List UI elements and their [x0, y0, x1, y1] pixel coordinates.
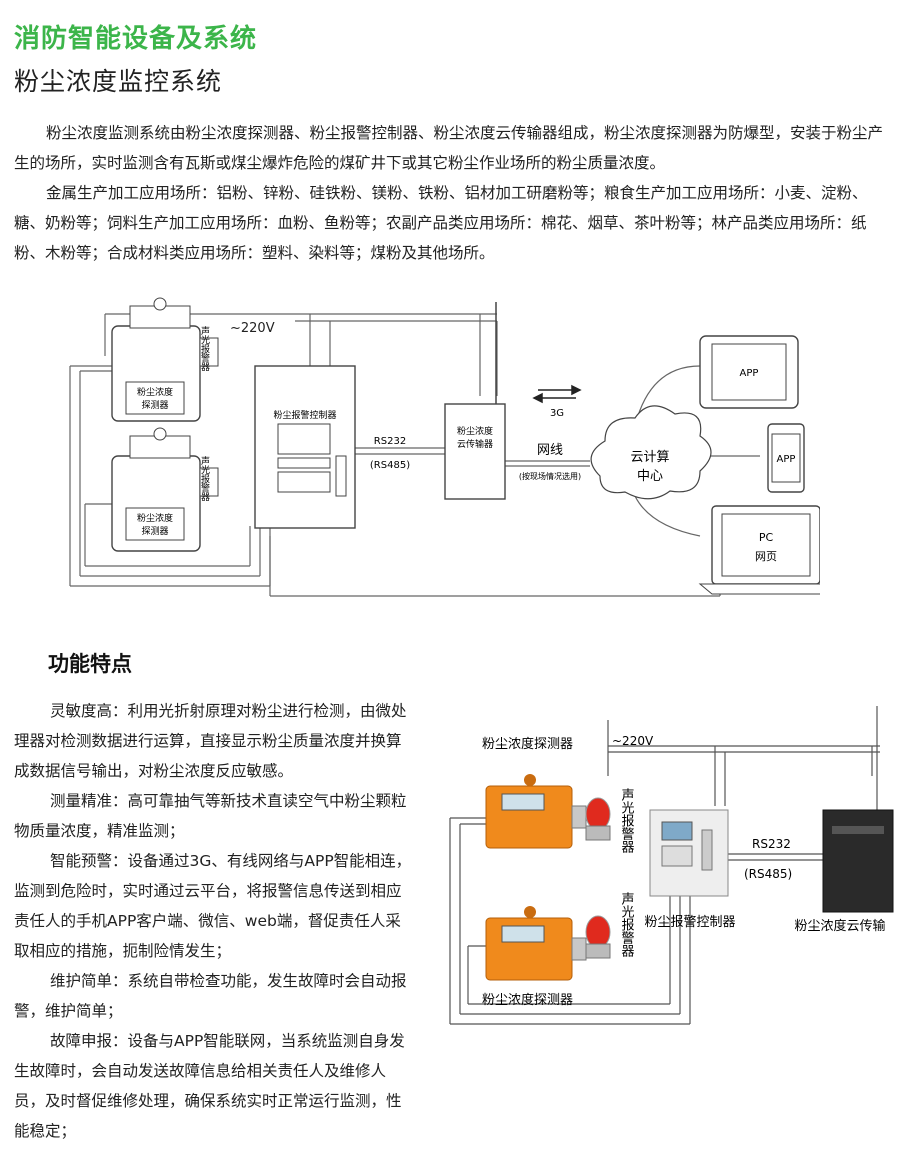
alarm-controller-photo — [649, 809, 729, 897]
features-list: 灵敏度高：利用光折射原理对粉尘进行检测，由微处理器对检测数据进行运算，直接显示粉… — [14, 696, 414, 1146]
dust-detector-2: 粉尘浓度 探测器 — [111, 427, 219, 552]
3g-label: 3G — [550, 408, 564, 419]
alarm-lamp-icon — [585, 915, 611, 959]
feature-item: 灵敏度高：利用光折射原理对粉尘进行检测，由微处理器对检测数据进行运算，直接显示粉… — [14, 702, 407, 780]
intro-text: 粉尘浓度监测系统由粉尘浓度探测器、粉尘报警控制器、粉尘浓度云传输器组成，粉尘浓度… — [14, 118, 886, 268]
rs232-label: RS232 — [752, 837, 791, 851]
orange-detector-2 — [485, 906, 587, 981]
system-topology-diagram: ~220V 粉尘浓度 探测器 声光报警器 粉尘浓度 探测器 声光报警器 粉尘报警… — [69, 297, 820, 597]
detector-bottom-label: 粉尘浓度探测器 — [482, 992, 573, 1008]
orange-detector-1 — [485, 774, 587, 849]
rs485-label: (RS485) — [744, 867, 792, 881]
intro-paragraph: 金属生产加工应用场所：铝粉、锌粉、硅铁粉、镁粉、铁粉、铝材加工研磨粉等；粮食生产… — [14, 184, 868, 262]
pc-label: 网页 — [755, 550, 777, 563]
features-title: 功能特点 — [48, 652, 132, 676]
detector-label: 粉尘浓度 — [137, 512, 173, 524]
sound-light-label: 声光报警器 — [619, 788, 635, 854]
phone-app-label: APP — [777, 454, 796, 465]
tablet-icon — [699, 335, 799, 409]
intro-paragraph: 粉尘浓度监测系统由粉尘浓度探测器、粉尘报警控制器、粉尘浓度云传输器组成，粉尘浓度… — [14, 124, 884, 172]
category-title: 消防智能设备及系统 — [14, 24, 258, 54]
tablet-app-label: APP — [740, 368, 759, 379]
sound-light-label: 声光报警器 — [619, 892, 635, 958]
power-label: ~220V — [230, 321, 275, 336]
controller-label: 粉尘报警控制器 — [644, 914, 735, 930]
feature-item: 维护简单：系统自带检查功能，发生故障时会自动报警，维护简单； — [14, 972, 407, 1020]
cloud-transmitter-photo — [822, 809, 894, 913]
feature-item: 测量精准：高可靠抽气等新技术直读空气中粉尘颗粒物质量浓度，精准监测； — [14, 792, 407, 840]
sound-light-label: 声光报警器 — [199, 325, 210, 371]
pc-label: PC — [759, 531, 774, 544]
detector-label: 探测器 — [141, 525, 168, 537]
rs232-label: RS232 — [374, 436, 406, 447]
network-note: (按现场情况选用) — [519, 471, 581, 481]
detector-top-label: 粉尘浓度探测器 — [482, 736, 573, 752]
page-title: 粉尘浓度监控系统 — [14, 67, 223, 96]
transmitter-label: 云传输器 — [457, 438, 493, 450]
cloud-icon — [590, 405, 712, 500]
cloud-label: 云计算 — [630, 450, 669, 465]
transmitter-label: 粉尘浓度云传输 — [794, 918, 885, 934]
power-label: ~220V — [612, 734, 654, 748]
transmitter-label: 粉尘浓度 — [457, 425, 493, 437]
laptop-icon — [698, 505, 820, 595]
network-label: 网线 — [537, 443, 563, 458]
phone-icon — [767, 423, 805, 493]
controller-label: 粉尘报警控制器 — [273, 409, 336, 421]
alarm-lamp-icon — [585, 797, 611, 841]
device-wiring-diagram: 粉尘浓度探测器 ~220V 声光报警器 粉尘报警控制器 RS232 (RS485… — [449, 706, 894, 1025]
cloud-transmitter: 粉尘浓度 云传输器 — [444, 302, 506, 500]
feature-item: 故障申报：设备与APP智能联网，当系统监测自身发生故障时，会自动发送故障信息给相… — [14, 1032, 405, 1140]
dust-detector-1: 粉尘浓度 探测器 — [111, 297, 219, 422]
feature-item: 智能预警：设备通过3G、有线网络与APP智能相连，监测到危险时，实时通过云平台，… — [14, 852, 412, 960]
cloud-label: 中心 — [637, 469, 663, 484]
alarm-controller: 粉尘报警控制器 — [254, 365, 356, 529]
sound-light-label: 声光报警器 — [199, 455, 210, 501]
detector-label: 探测器 — [141, 399, 168, 411]
rs485-label: (RS485) — [370, 460, 410, 471]
detector-label: 粉尘浓度 — [137, 386, 173, 398]
